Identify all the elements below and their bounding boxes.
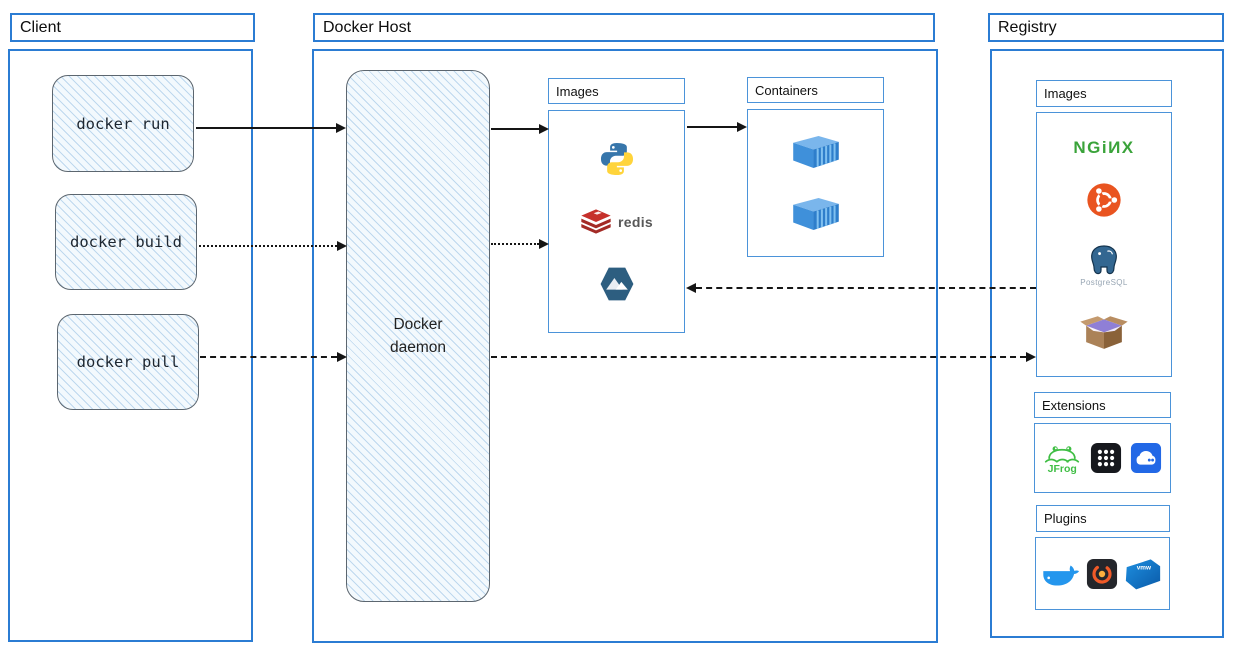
registry-section-title: Registry: [988, 13, 1224, 42]
disk-app-icon: [1130, 442, 1162, 474]
postgresql-icon: [1087, 243, 1121, 277]
docker-pull-node: docker pull: [57, 314, 199, 410]
arrow-daemon-to-registry-images: [491, 356, 1026, 358]
client-title-label: Client: [20, 18, 61, 36]
open-package-box-icon: [1079, 311, 1129, 351]
arrow-docker-run-to-daemon: [196, 127, 336, 129]
jfrog-item: JFrog: [1043, 442, 1081, 475]
arrow-images-to-containers: [687, 126, 737, 128]
arrowhead-build-to-daemon: [337, 241, 347, 251]
docker-whale-icon: [1041, 560, 1081, 588]
extensions-title-label: Extensions: [1042, 397, 1106, 413]
plugins-title-label: Plugins: [1044, 511, 1087, 526]
docker-pull-label: docker pull: [76, 353, 180, 371]
arrowhead-run-to-daemon: [336, 123, 346, 133]
arrow-docker-build-to-daemon: [199, 245, 337, 247]
host-images-title-label: Images: [556, 83, 599, 99]
arrow-docker-pull-to-daemon: [200, 356, 337, 358]
grafana-icon: [1086, 558, 1118, 590]
registry-images-panel-title: Images: [1036, 80, 1172, 107]
docker-build-label: docker build: [70, 233, 182, 251]
redis-image-item: redis: [580, 208, 653, 236]
arrowhead-daemon-to-registry-images: [1026, 352, 1036, 362]
containers-panel-title: Containers: [747, 77, 884, 103]
arrowhead-images-to-containers: [737, 122, 747, 132]
docker-run-node: docker run: [52, 75, 194, 172]
arrowhead-registry-to-host-images: [686, 283, 696, 293]
nginx-wordmark-icon: NGiИX: [1073, 137, 1135, 157]
plugins-panel-title: Plugins: [1036, 505, 1170, 532]
postgresql-label: PostgreSQL: [1080, 277, 1128, 287]
client-section-title: Client: [10, 13, 255, 42]
containers-panel: [747, 109, 884, 257]
arrow-daemon-to-images: [491, 128, 539, 130]
container-icon: [789, 195, 843, 233]
extensions-panel: JFrog: [1034, 423, 1171, 493]
plugins-panel: vmw: [1035, 537, 1170, 610]
docker-daemon-node: Docker daemon: [346, 70, 490, 602]
arrowhead-daemon-to-images-build: [539, 239, 549, 249]
postgresql-item: PostgreSQL: [1080, 243, 1128, 287]
jfrog-label: JFrog: [1047, 462, 1077, 475]
registry-images-title-label: Images: [1044, 86, 1087, 101]
alpine-linux-icon: [598, 265, 636, 303]
host-images-panel: redis: [548, 110, 685, 333]
extensions-panel-title: Extensions: [1034, 392, 1171, 418]
jfrog-icon: [1043, 442, 1081, 466]
arrowhead-daemon-to-images: [539, 124, 549, 134]
vmware-icon: vmw: [1122, 556, 1164, 592]
container-icon: [789, 133, 843, 171]
docker-daemon-label: Docker daemon: [389, 315, 446, 356]
docker-build-node: docker build: [55, 194, 197, 290]
app-grid-icon: [1090, 442, 1122, 474]
arrow-registry-to-host-images: [696, 287, 1036, 289]
registry-images-panel: NGiИX: [1036, 112, 1172, 377]
ubuntu-icon: [1086, 182, 1122, 218]
vmware-label: vmw: [1137, 564, 1151, 571]
redis-icon: [580, 208, 612, 236]
host-images-panel-title: Images: [548, 78, 685, 104]
redis-label: redis: [618, 213, 653, 230]
registry-title-label: Registry: [998, 18, 1057, 36]
containers-title-label: Containers: [755, 82, 818, 98]
python-icon: [598, 140, 636, 178]
docker-host-section-title: Docker Host: [313, 13, 935, 42]
docker-host-title-label: Docker Host: [323, 18, 412, 36]
docker-run-label: docker run: [76, 114, 170, 133]
arrowhead-pull-to-daemon: [337, 352, 347, 362]
arrow-daemon-to-images-build: [491, 243, 539, 245]
